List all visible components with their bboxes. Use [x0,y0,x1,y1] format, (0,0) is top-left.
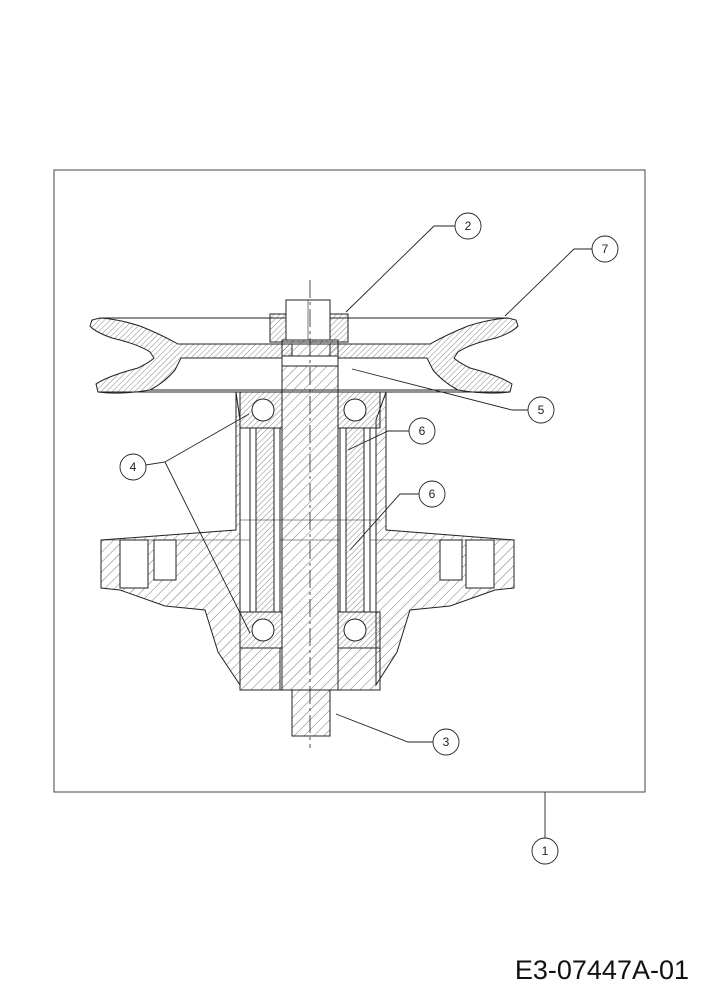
callout-7: 7 [591,235,619,263]
leader-lines [132,225,592,838]
drawing-frame [53,169,646,793]
svg-text:6: 6 [429,487,436,501]
callout-5: 5 [527,396,555,424]
spindle-housing [100,391,515,687]
callout-4: 4 [119,453,147,481]
callout-1: 1 [531,837,559,865]
svg-text:5: 5 [538,403,545,417]
svg-text:7: 7 [602,242,609,256]
document-code: E3-07447A-01 [514,955,689,985]
bearing-spacer-tubes [240,427,380,613]
callout-6-lower: 6 [418,480,446,508]
svg-text:1: 1 [542,844,549,858]
lower-seal [239,647,381,691]
callout-3: 3 [432,728,460,756]
svg-text:2: 2 [465,219,472,233]
shaft-nut [269,299,349,343]
callout-2: 2 [454,212,482,240]
callout-6-upper: 6 [408,417,436,445]
svg-text:6: 6 [419,424,426,438]
svg-text:3: 3 [443,735,450,749]
bearings [239,391,381,649]
svg-text:4: 4 [130,460,137,474]
